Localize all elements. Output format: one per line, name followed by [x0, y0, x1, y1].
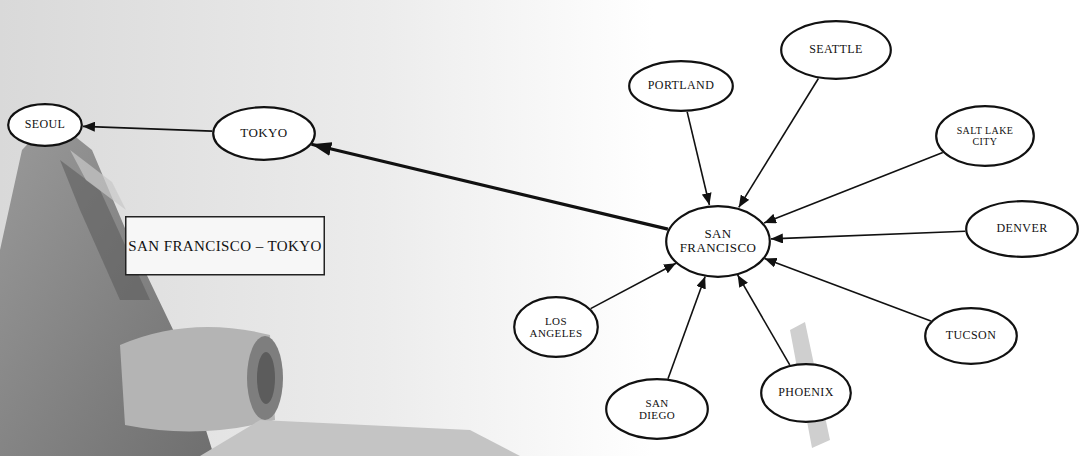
route-arrow	[771, 231, 965, 239]
city-node: TOKYO	[212, 106, 316, 161]
city-ellipse	[514, 297, 598, 357]
city-node: PHOENIX	[760, 363, 852, 423]
route-arrow	[738, 275, 790, 365]
city-node: LOS ANGELES	[513, 296, 599, 358]
city-ellipse	[213, 107, 315, 160]
city-node: DENVER	[965, 200, 1079, 258]
city-ellipse	[936, 106, 1034, 166]
city-name: PORTLAND	[648, 79, 714, 92]
text-holder: SAN FRANCISCO – TOKYO	[125, 216, 325, 276]
route-arrow	[311, 144, 667, 229]
route-arrow	[668, 276, 705, 378]
text-holder: SAN DIEGO	[605, 378, 709, 440]
city-ellipse	[761, 364, 851, 422]
city-node: SEOUL	[7, 103, 83, 147]
stabilizer	[200, 420, 520, 456]
city-node: SEATTLE	[780, 20, 892, 80]
city-name: TUCSON	[946, 329, 996, 342]
city-ellipse	[606, 379, 708, 439]
engine-intake	[247, 336, 283, 420]
route-arrow	[765, 258, 931, 320]
city-node: SALT LAKE CITY	[935, 105, 1035, 167]
city-ellipse	[781, 21, 891, 79]
route-caption: SAN FRANCISCO – TOKYO	[128, 238, 321, 255]
city-name: SAN DIEGO	[627, 397, 687, 421]
city-name: SEATTLE	[809, 43, 862, 56]
text-holder: SEATTLE	[780, 20, 892, 80]
engine-core	[257, 352, 275, 404]
city-name: LOS ANGELES	[524, 315, 588, 339]
city-node: SAN DIEGO	[605, 378, 709, 440]
text-holder: TOKYO	[212, 106, 316, 161]
city-name: SAN FRANCISCO	[674, 227, 762, 256]
city-ellipse	[8, 104, 82, 146]
text-holder: LOS ANGELES	[513, 296, 599, 358]
city-name: SEOUL	[25, 118, 66, 131]
city-name: SALT LAKE CITY	[954, 125, 1016, 147]
city-ellipse	[629, 61, 733, 111]
city-node: TUCSON	[924, 307, 1018, 365]
city-name: TOKYO	[240, 126, 287, 140]
text-holder: SEOUL	[7, 103, 83, 147]
city-node: PORTLAND	[628, 60, 734, 112]
route-caption-box: SAN FRANCISCO – TOKYO	[125, 216, 325, 276]
text-holder: SALT LAKE CITY	[935, 105, 1035, 167]
city-ellipse	[666, 206, 770, 277]
text-holder: SAN FRANCISCO	[665, 205, 771, 278]
city-node: SAN FRANCISCO	[665, 205, 771, 278]
city-name: DENVER	[996, 222, 1047, 235]
route-arrow	[764, 153, 943, 223]
caption-frame	[126, 217, 325, 275]
route-arrow	[591, 263, 676, 308]
text-holder: PORTLAND	[628, 60, 734, 112]
text-holder: PHOENIX	[760, 363, 852, 423]
city-ellipse	[966, 201, 1078, 257]
route-arrow	[687, 112, 709, 205]
city-name: PHOENIX	[778, 386, 833, 399]
city-ellipse	[925, 308, 1017, 364]
route-arrow	[739, 78, 819, 207]
fin-stripe-light	[70, 150, 126, 210]
text-holder: DENVER	[965, 200, 1079, 258]
route-arrow	[83, 126, 212, 131]
text-holder: TUCSON	[924, 307, 1018, 365]
